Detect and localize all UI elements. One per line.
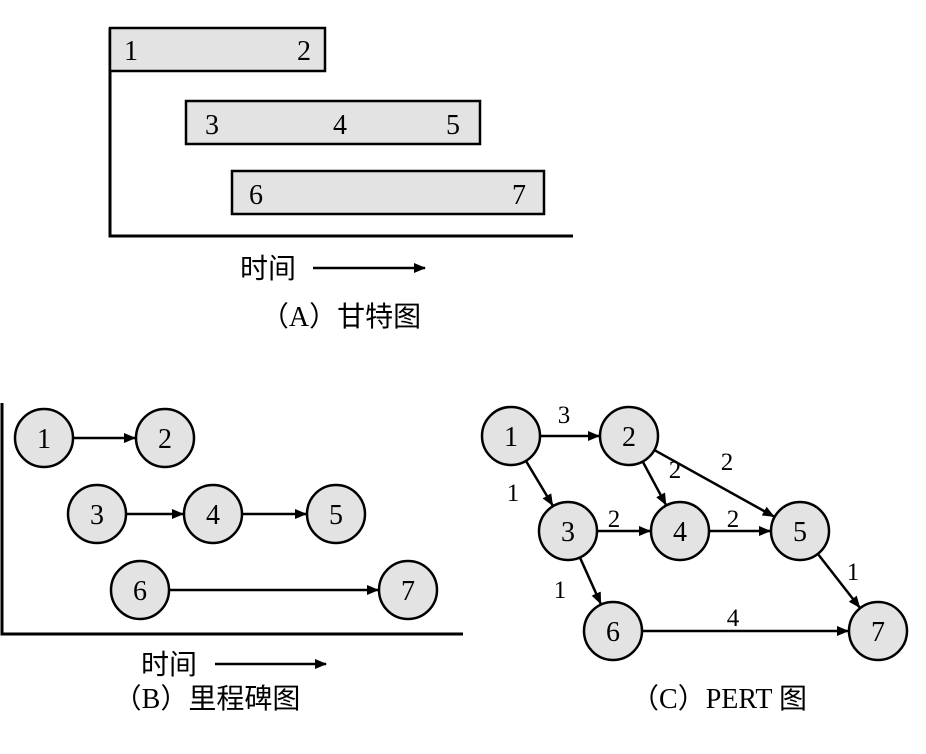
milestone-node-3 [66, 483, 128, 545]
pert-edge-5-7 [816, 553, 861, 609]
pert-node-1-label: 1 [504, 422, 518, 453]
pert-edge-2-5 [653, 448, 775, 518]
gantt-bar-1-label-start: 1 [124, 36, 138, 67]
milestone-node-6-label: 6 [133, 576, 147, 607]
milestone-node-5-label: 5 [329, 500, 343, 531]
pert-weight-6-7: 4 [727, 605, 740, 632]
milestone-node-7-label: 7 [401, 576, 415, 607]
milestone-node-2-label: 2 [158, 424, 172, 455]
milestone-node-4-label: 4 [206, 500, 220, 531]
gantt-caption: （A）甘特图 [261, 301, 421, 333]
pert-weight-5-7: 1 [847, 559, 860, 586]
milestone-time-label: 时间 [141, 649, 197, 681]
gantt-axes [108, 28, 573, 238]
pert-weight-3-4: 2 [608, 506, 621, 533]
pert-node-3-label: 3 [561, 517, 575, 548]
pert-node-5-label: 5 [793, 517, 807, 548]
pert-weight-2-4: 2 [669, 457, 682, 484]
milestone-node-2 [134, 407, 196, 469]
pert-edges [524, 431, 861, 636]
milestone-edges [73, 433, 379, 595]
gantt-bar-2 [184, 99, 482, 146]
pert-node-6-label: 6 [606, 617, 620, 648]
pert-edge-3-6 [578, 556, 602, 605]
pert-node-4-label: 4 [673, 517, 687, 548]
gantt-chart: 1 2 3 4 5 6 7 时间 （A）甘特图 [108, 26, 573, 333]
pert-weight-1-3: 1 [507, 480, 520, 507]
milestone-node-1-label: 1 [37, 424, 51, 455]
pert-edge-2-4 [641, 460, 667, 506]
gantt-bar-3-label-end: 7 [512, 180, 526, 211]
milestone-axes [0, 403, 463, 636]
pert-weights: 3 1 2 2 2 1 2 1 4 [507, 402, 860, 632]
pert-node-5 [769, 500, 831, 562]
milestone-node-5 [305, 483, 367, 545]
pert-node-1 [480, 405, 542, 467]
pert-node-7-label: 7 [871, 617, 885, 648]
pert-caption: （C）PERT 图 [631, 683, 807, 715]
pert-weight-1-2: 3 [558, 402, 571, 429]
pert-chart: 3 1 2 2 2 1 2 1 4 1 2 3 4 5 6 7 （C）PERT 图 [480, 402, 909, 715]
pert-node-6 [582, 600, 644, 662]
gantt-bar-3 [230, 169, 546, 216]
gantt-bar-1 [108, 26, 327, 73]
milestone-node-4 [182, 483, 244, 545]
pert-edge-1-3 [524, 460, 554, 507]
pert-node-2 [598, 405, 660, 467]
milestone-node-7 [377, 559, 439, 621]
pert-nodes: 1 2 3 4 5 6 7 [480, 405, 909, 662]
gantt-bar-1-label-end: 2 [297, 36, 311, 67]
gantt-bar-2-label-mid: 4 [333, 110, 347, 141]
milestone-node-1 [13, 407, 75, 469]
gantt-bar-2-label-end: 5 [446, 110, 460, 141]
milestone-node-3-label: 3 [90, 500, 104, 531]
pert-node-7 [847, 600, 909, 662]
pert-weight-4-5: 2 [727, 506, 740, 533]
pert-node-3 [537, 500, 599, 562]
pert-node-2-label: 2 [622, 422, 636, 453]
pert-node-4 [649, 500, 711, 562]
pert-weight-2-5: 2 [721, 449, 734, 476]
milestone-nodes: 1 2 3 4 5 6 7 [13, 407, 439, 621]
gantt-bar-2-label-start: 3 [205, 110, 219, 141]
milestone-node-6 [109, 559, 171, 621]
gantt-bar-3-label-start: 6 [249, 180, 263, 211]
milestone-chart: 1 2 3 4 5 6 7 时间 （B）里程碑图 [0, 403, 463, 715]
pert-weight-3-6: 1 [554, 577, 567, 604]
milestone-caption: （B）里程碑图 [114, 683, 301, 715]
gantt-time-label: 时间 [240, 253, 296, 285]
